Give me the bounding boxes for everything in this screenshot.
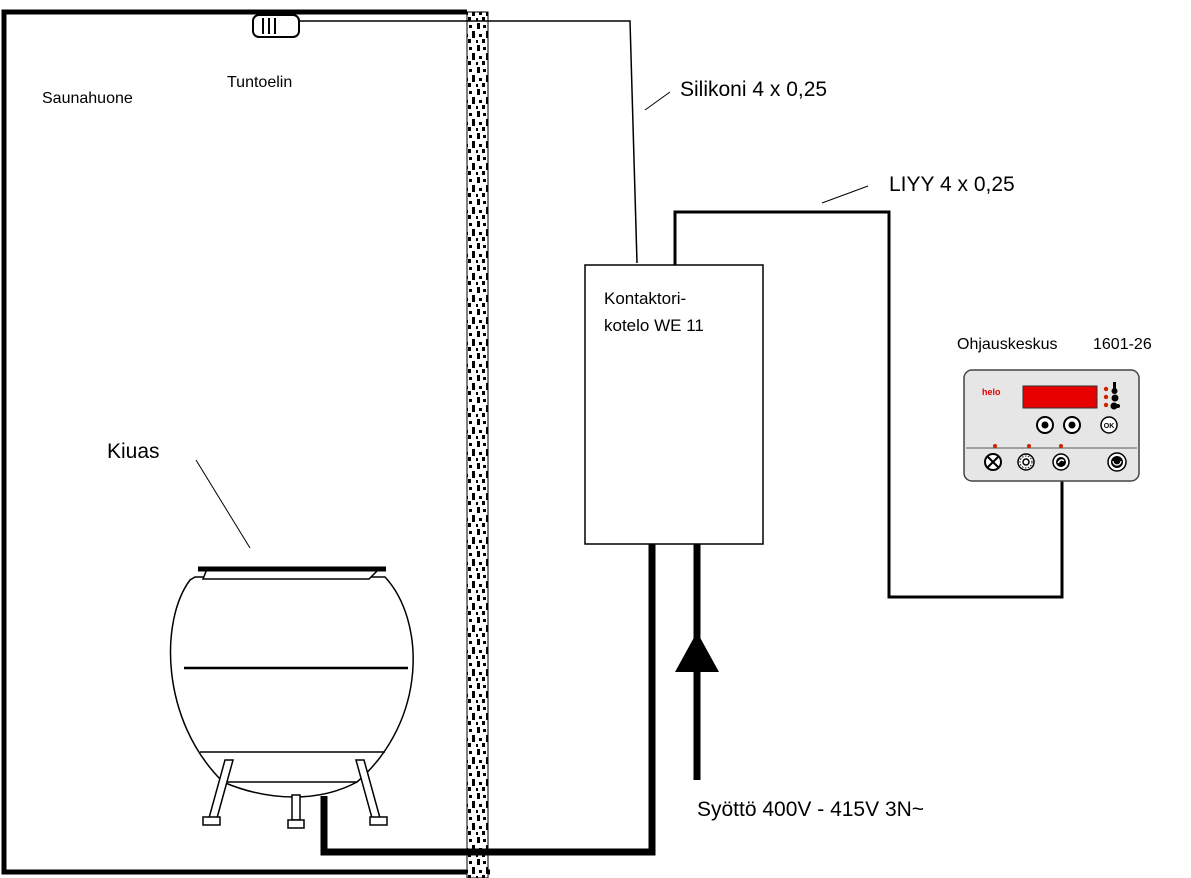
contactor-enclosure [584,264,764,545]
led-indicator [1103,394,1109,400]
sensor-cable-label: Silikoni 4 x 0,25 [680,78,827,101]
heater-label: Kiuas [107,440,160,463]
sensor-label: Tuntoelin [227,74,292,91]
sauna-heater [169,566,414,829]
control-unit-label: Ohjauskeskus [957,336,1058,353]
sensor-cable-pointer [644,91,671,111]
room-wall-outline [1,9,490,875]
supply-label: Syöttö 400V - 415V 3N~ [697,798,924,821]
led-indicator [1059,444,1063,448]
minus-button[interactable] [1036,416,1054,434]
supply-arrow [675,632,719,672]
control-panel: helo OK [963,369,1140,482]
plus-button[interactable] [1063,416,1081,434]
control-cable [673,210,1064,599]
ok-button[interactable]: OK [1100,416,1118,434]
control-model-label: 1601-26 [1093,336,1152,353]
light-icon [1110,402,1120,410]
control-cable-label: LIYY 4 x 0,25 [889,173,1015,196]
insulated-wall [466,11,489,878]
control-cable-pointer [821,185,869,204]
temperature-sensor [252,14,300,38]
heater-leg-middle [291,794,301,821]
led-indicator [1103,402,1109,408]
led-indicator [993,444,997,448]
power-off-button[interactable] [984,453,1002,471]
contactor-label-line2: kotelo WE 11 [604,316,704,335]
supply-cable [675,544,719,780]
room-label: Saunahuone [42,90,133,107]
panel-display [1022,385,1098,409]
sun-light-button[interactable] [1017,453,1035,471]
heater-power-cable [320,544,656,856]
fan-icon [1111,394,1119,402]
led-indicator [1103,386,1109,392]
ok-label: OK [1104,423,1115,430]
eco-button[interactable] [1052,453,1070,471]
panel-brand: helo [982,387,1001,397]
thermometer-icon [1111,382,1118,394]
heater-pointer [195,459,251,549]
led-indicator [1027,444,1031,448]
contactor-label-line1: Kontaktori- [604,289,686,308]
main-power-button[interactable] [1107,452,1127,472]
sensor-cable [299,20,638,264]
